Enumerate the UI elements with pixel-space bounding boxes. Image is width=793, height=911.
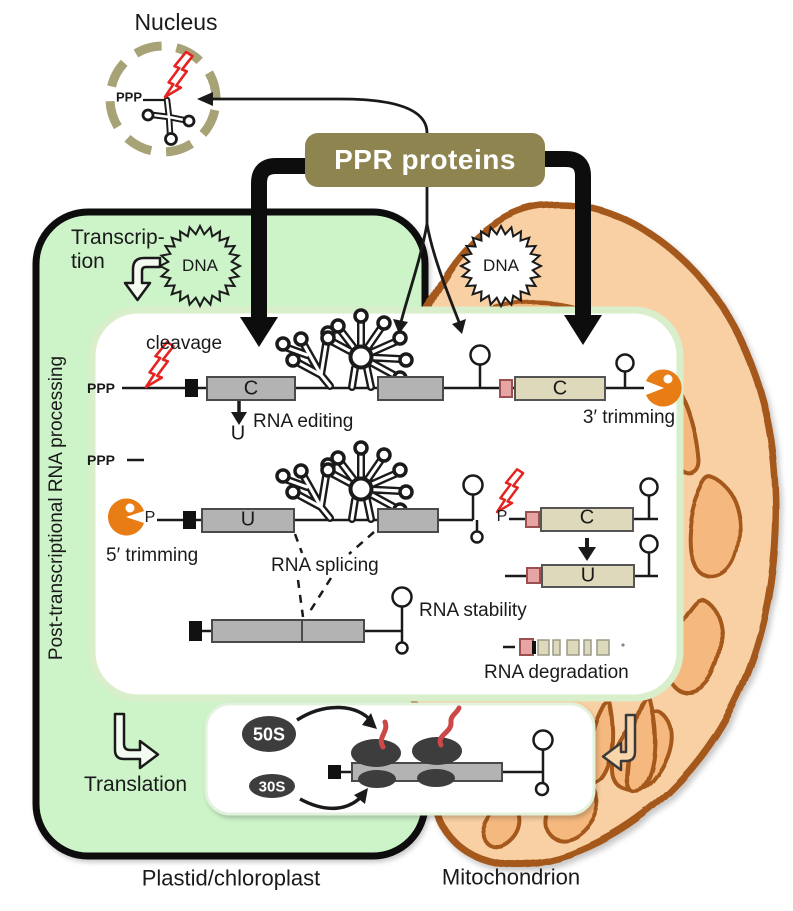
ppr-arrow-right	[545, 151, 602, 345]
ribosome-on-mrna	[412, 705, 462, 787]
exon-box-gray	[377, 508, 439, 533]
cap-box-pink	[526, 567, 541, 584]
mito-translation-arrow-icon	[601, 713, 637, 772]
ppr-fork-arrows	[393, 223, 466, 334]
ribosome-30s-label: 30S	[258, 778, 286, 796]
mito-edit-c: C	[579, 506, 595, 529]
nucleus	[105, 41, 221, 157]
cleavage-label: cleavage	[146, 333, 223, 354]
trimming-5prime-label: 5′ trimming	[106, 545, 199, 566]
nucleus-import-arrow	[197, 92, 429, 224]
ribosome-30s-subunit	[249, 774, 295, 798]
translation-panel	[204, 702, 596, 816]
ppp-released-label: PPP	[86, 451, 116, 468]
mitochondrion-name-label: Mitochondrion	[441, 864, 581, 890]
dna-mito-label: DNA	[483, 256, 519, 276]
editing-site-c: C	[243, 377, 259, 400]
ppr-proteins-label: PPR proteins	[334, 143, 516, 175]
nucleus-trna-icon	[141, 96, 196, 146]
exon-u-label: U	[240, 508, 256, 531]
editing-arrow-icon	[231, 401, 247, 425]
exonuclease-3prime-icon	[646, 369, 682, 407]
rna-line-2	[108, 442, 484, 618]
mito-exon-c: C	[552, 377, 568, 400]
exon-box-gray	[206, 376, 296, 401]
trimming-3prime-label: 3′ trimming	[582, 407, 676, 429]
rna-splicing-label: RNA splicing	[271, 555, 379, 576]
exon-box-beige	[541, 564, 635, 588]
mito-rna-editing	[495, 465, 659, 588]
plastid-translation-arrow-icon	[113, 712, 160, 770]
dna-plastid-label: DNA	[182, 256, 218, 276]
nucleus-label: Nucleus	[134, 8, 218, 35]
cap-box-pink	[519, 638, 534, 656]
nascent-peptide-icon	[378, 719, 389, 750]
transcription-arrow-icon	[123, 256, 162, 302]
ribosome-50s-subunit	[242, 716, 296, 752]
rna-degradation-label: RNA degradation	[484, 662, 629, 683]
exon-box-gray	[377, 376, 444, 401]
nucleus-ppp-label: PPP	[115, 89, 143, 105]
exonuclease-5prime-icon	[108, 498, 144, 536]
ribosome-50s-label: 50S	[252, 724, 286, 745]
exon-box-beige	[540, 507, 634, 532]
spliced-exons-box	[211, 619, 365, 643]
exon-box-beige	[514, 376, 606, 401]
rna-degradation-row	[503, 638, 625, 656]
rna-editing-label: RNA editing	[253, 411, 354, 432]
editing-site-u: U	[230, 422, 246, 445]
translation-label: Translation	[84, 773, 188, 796]
rna-line-1	[122, 310, 682, 425]
cap-box-pink	[499, 379, 513, 398]
translation-detail	[242, 705, 554, 811]
dna-mito-icon	[458, 223, 544, 309]
rna-stability-label: RNA stability	[419, 600, 527, 621]
ppr-arrow-left	[240, 158, 305, 347]
exon-box-gray	[201, 508, 295, 533]
post-transcriptional-label: Post-transcriptional RNA processing	[46, 355, 68, 661]
mito-edit-u: U	[580, 564, 596, 587]
edit-arrow-icon	[578, 538, 596, 561]
ribosome-on-mrna	[351, 719, 401, 788]
phosphate-1-label: P	[144, 508, 156, 526]
phosphate-2-label: P	[496, 507, 508, 525]
ppr-proteins-box	[305, 133, 545, 187]
splicing-dashes	[293, 531, 375, 618]
ppp-5prime-label: PPP	[86, 379, 116, 396]
dna-plastid-icon	[157, 223, 243, 309]
nascent-peptide-icon	[437, 705, 462, 748]
rna-line-3	[189, 586, 413, 655]
cap-box-pink	[525, 511, 540, 528]
transcription-label: Transcrip- tion	[71, 226, 165, 274]
plastid-name-label: Plastid/chloroplast	[141, 865, 321, 891]
